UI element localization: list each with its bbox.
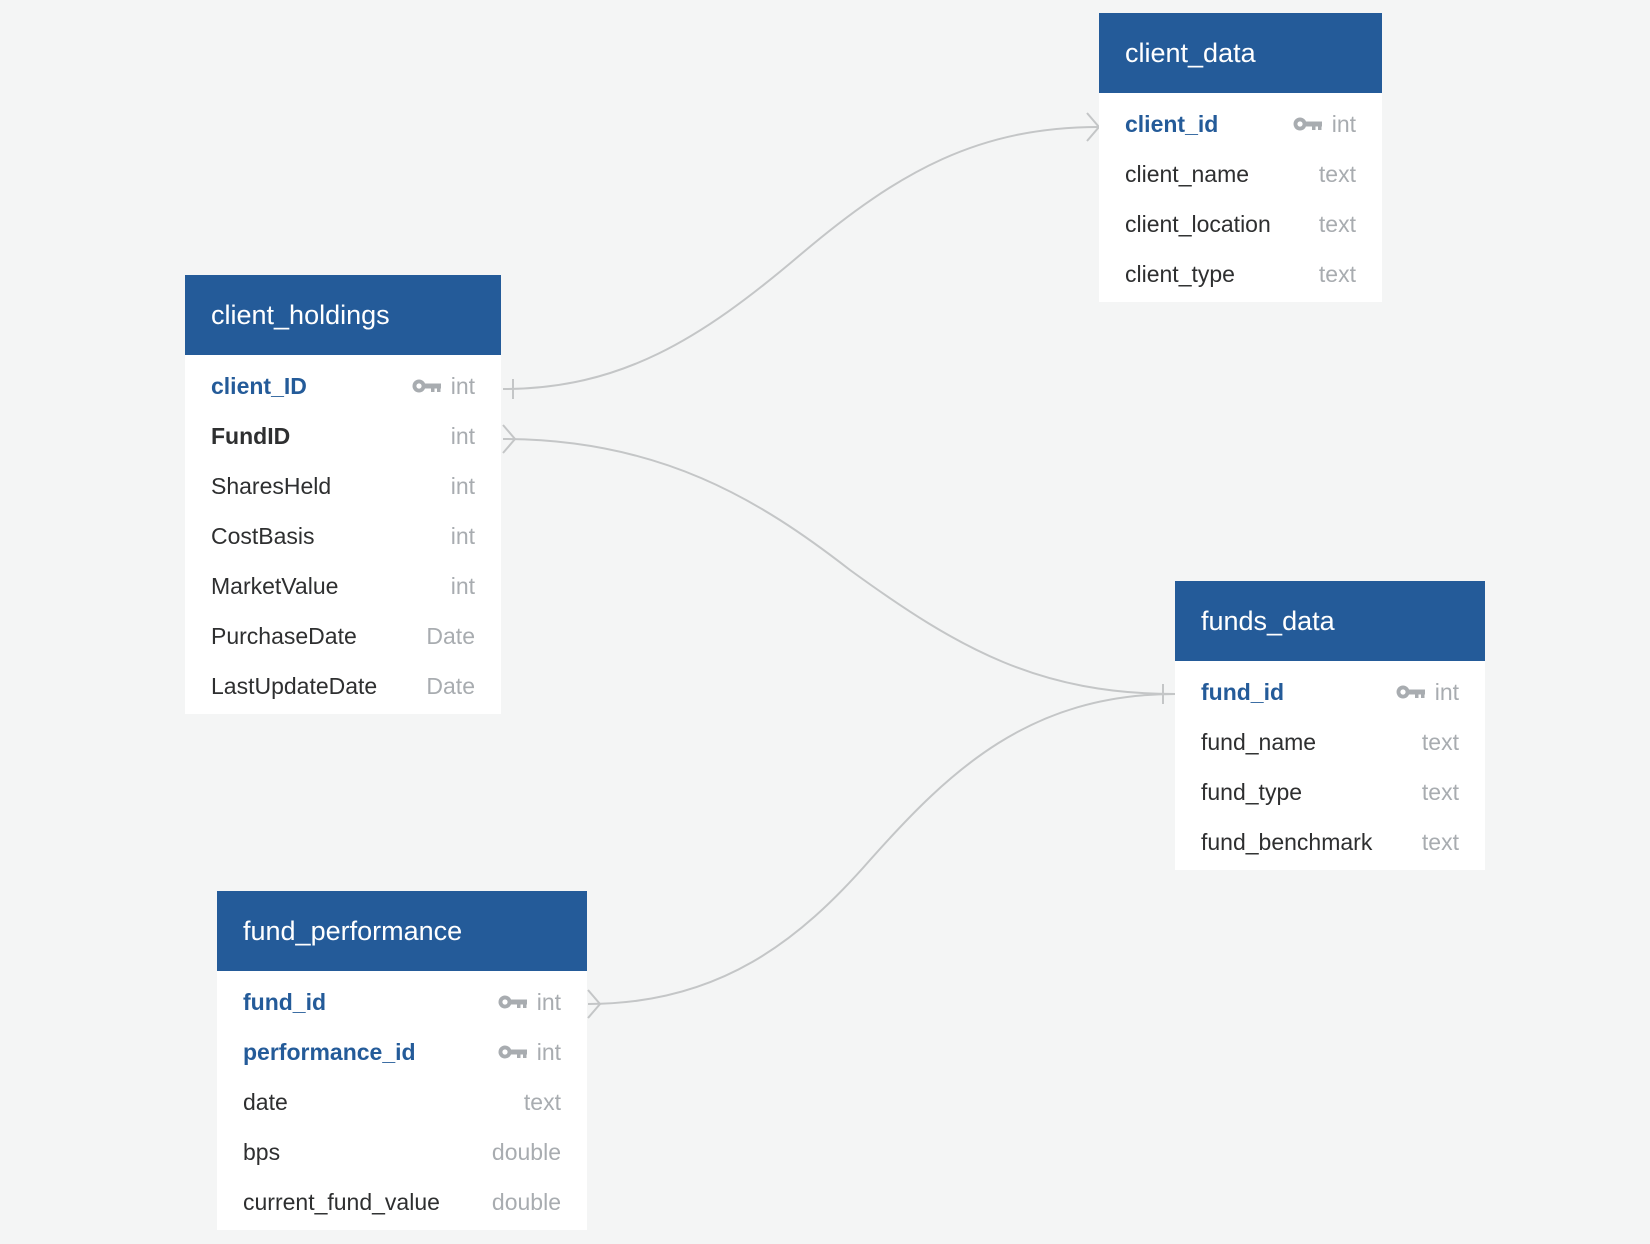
primary-key-icon [1396,685,1426,699]
primary-key-icon [412,379,442,393]
connector-client-id [502,126,1100,390]
primary-key-icon [498,1045,528,1059]
column-name: PurchaseDate [211,622,357,649]
column-type: int [1434,678,1459,705]
column-row[interactable]: client_id int [1099,99,1382,149]
column-type: Date [426,672,475,699]
column-type: int [450,372,475,399]
column-row[interactable]: bps double [217,1127,587,1177]
column-row[interactable]: performance_id int [217,1027,587,1077]
column-row[interactable]: FundID int [185,411,501,461]
column-row[interactable]: client_name text [1099,149,1382,199]
column-row[interactable]: fund_name text [1175,717,1485,767]
column-row[interactable]: fund_benchmark text [1175,817,1485,867]
column-row[interactable]: MarketValue int [185,561,501,611]
column-row[interactable]: fund_id int [1175,667,1485,717]
column-name: SharesHeld [211,472,332,499]
connector-fund-id-performance [587,693,1176,1005]
column-name: LastUpdateDate [211,672,378,699]
table-title[interactable]: client_data [1099,13,1382,93]
connector-fund-id-holdings [502,438,1176,695]
column-name: fund_benchmark [1201,828,1373,855]
column-name: client_ID [211,372,307,399]
column-type: Date [426,622,475,649]
table-title[interactable]: client_holdings [185,275,501,355]
column-type: text [1421,728,1459,755]
column-row[interactable]: date text [217,1077,587,1127]
column-row[interactable]: current_fund_value double [217,1177,587,1227]
primary-key-icon [1293,117,1323,131]
column-type: int [450,522,475,549]
column-row[interactable]: fund_id int [217,977,587,1027]
column-name: client_id [1125,110,1219,137]
column-row[interactable]: LastUpdateDate Date [185,661,501,711]
column-row[interactable]: SharesHeld int [185,461,501,511]
column-name: date [243,1088,288,1115]
column-type: int [450,472,475,499]
column-type: text [523,1088,561,1115]
column-name: MarketValue [211,572,339,599]
column-name: fund_id [243,988,327,1015]
column-name: fund_name [1201,728,1317,755]
column-row[interactable]: client_type text [1099,249,1382,299]
column-type: int [450,572,475,599]
column-name: fund_id [1201,678,1285,705]
column-name: client_location [1125,210,1271,237]
table-title[interactable]: fund_performance [217,891,587,971]
column-name: client_type [1125,260,1235,287]
column-type: double [491,1188,561,1215]
column-type: text [1421,828,1459,855]
column-row[interactable]: PurchaseDate Date [185,611,501,661]
primary-key-icon [498,995,528,1009]
column-row[interactable]: client_location text [1099,199,1382,249]
column-type: text [1318,160,1356,187]
column-name: performance_id [243,1038,416,1065]
column-type: int [536,1038,561,1065]
column-row[interactable]: CostBasis int [185,511,501,561]
many-marker-fund-performance-fund-id [587,989,602,1019]
column-type: double [491,1138,561,1165]
column-type: int [450,422,475,449]
many-marker-client-holdings-fundid [502,424,517,454]
column-name: FundID [211,422,291,449]
column-name: client_name [1125,160,1250,187]
column-row[interactable]: fund_type text [1175,767,1485,817]
column-type: int [1331,110,1356,137]
column-row[interactable]: client_ID int [185,361,501,411]
column-name: CostBasis [211,522,315,549]
column-type: int [536,988,561,1015]
column-type: text [1421,778,1459,805]
column-name: current_fund_value [243,1188,440,1215]
column-type: text [1318,260,1356,287]
table-title[interactable]: funds_data [1175,581,1485,661]
column-name: bps [243,1138,281,1165]
column-type: text [1318,210,1356,237]
column-name: fund_type [1201,778,1303,805]
